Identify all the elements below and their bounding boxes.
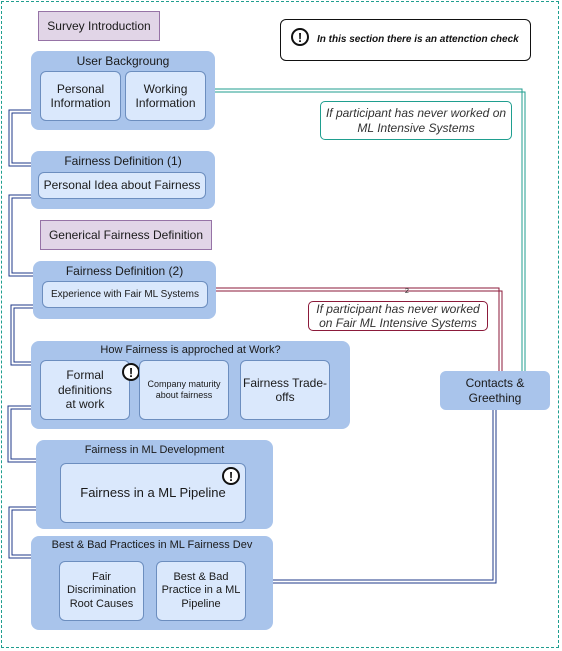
skip-note-fair-ml-systems: If participant has never worked on Fair …: [308, 301, 488, 331]
contacts-greething-node[interactable]: Contacts & Greething: [440, 371, 550, 410]
fairness-definition-1-group[interactable]: Fairness Definition (1) Personal Idea ab…: [31, 151, 215, 209]
group-title: Fairness Definition (1): [64, 154, 182, 168]
group-title: User Backgroung: [76, 54, 170, 68]
exclamation-circle-icon: !: [291, 28, 309, 46]
edge-label: 2: [405, 288, 409, 295]
user-background-group[interactable]: User Backgroung Personal Information Wor…: [31, 51, 215, 130]
formal-definitions-box[interactable]: Formal definitions at work: [40, 360, 130, 420]
experience-fair-ml-box[interactable]: Experience with Fair ML Systems: [42, 281, 208, 308]
fairness-ml-pipeline-box[interactable]: Fairness in a ML Pipeline: [60, 463, 246, 523]
discrimination-root-causes-box[interactable]: Fair Discrimination Root Causes: [59, 561, 144, 621]
skip-note-ml-systems: If participant has never worked on ML In…: [320, 101, 512, 140]
survey-introduction-node[interactable]: Survey Introduction: [38, 11, 160, 41]
fairness-tradeoffs-box[interactable]: Fairness Trade-offs: [240, 360, 330, 420]
best-bad-practices-group[interactable]: Best & Bad Practices in ML Fairness Dev …: [31, 536, 273, 630]
personal-information-box[interactable]: Personal Information: [40, 71, 121, 121]
exclamation-circle-icon: !: [222, 467, 240, 485]
generical-fairness-definition-node[interactable]: Generical Fairness Definition: [40, 220, 212, 250]
company-maturity-box[interactable]: Company maturity about fairness: [139, 360, 229, 420]
group-title: Best & Bad Practices in ML Fairness Dev: [51, 539, 253, 551]
how-fairness-at-work-group[interactable]: How Fairness is approched at Work? Forma…: [31, 341, 350, 429]
fairness-definition-2-group[interactable]: Fairness Definition (2) Experience with …: [33, 261, 216, 319]
fairness-ml-development-group[interactable]: Fairness in ML Development Fairness in a…: [36, 440, 273, 529]
group-title: Fairness in ML Development: [84, 444, 225, 456]
group-title: How Fairness is approched at Work?: [100, 344, 281, 356]
attention-check-legend: ! In this section there is an attenction…: [280, 19, 531, 61]
personal-idea-box[interactable]: Personal Idea about Fairness: [38, 172, 206, 199]
exclamation-circle-icon: !: [122, 363, 140, 381]
working-information-box[interactable]: Working Information: [125, 71, 206, 121]
group-title: Fairness Definition (2): [65, 264, 184, 278]
legend-text: In this section there is an attenction c…: [317, 34, 519, 45]
best-bad-practice-pipeline-box[interactable]: Best & Bad Practice in a ML Pipeline: [156, 561, 246, 621]
